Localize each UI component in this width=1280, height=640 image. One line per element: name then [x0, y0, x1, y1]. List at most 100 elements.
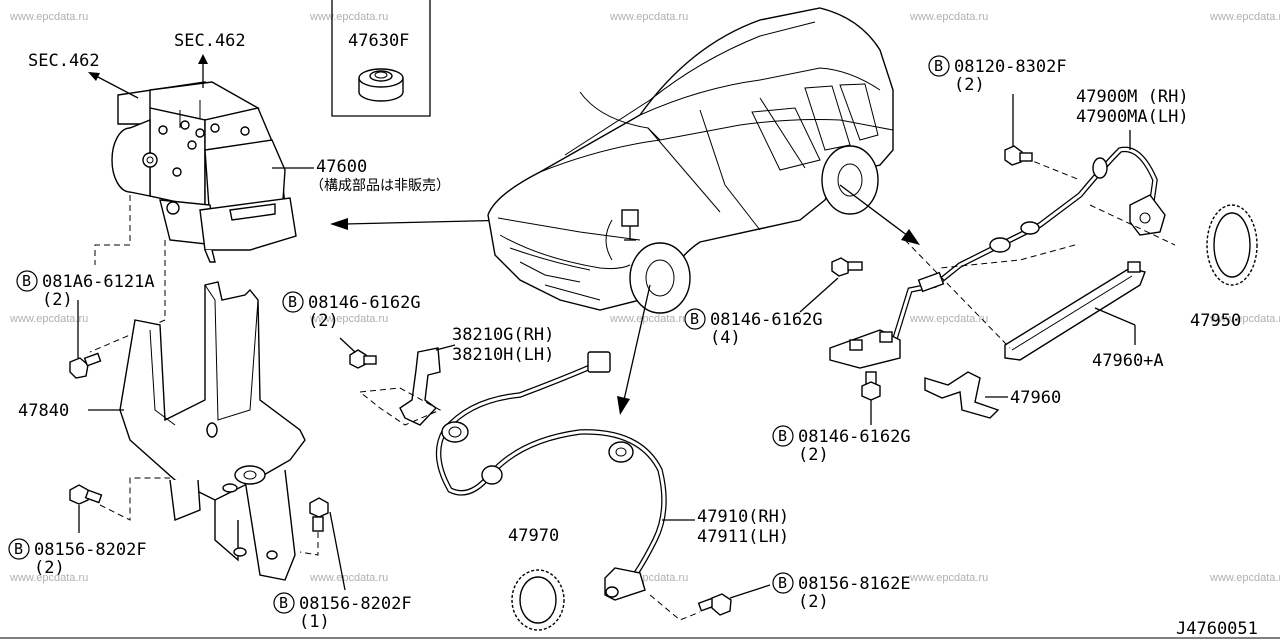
dashed-guide [649, 594, 701, 621]
dashed-guide [99, 477, 170, 521]
leader-line [435, 344, 456, 351]
bolt-marker-letter: B [690, 310, 699, 328]
bolt-number: 08146-6162G [710, 310, 823, 330]
bolt-callout-08156-8202F-left: B 08156-8202F (2) [8, 538, 147, 578]
bolt-number: 08156-8202F [34, 540, 147, 560]
watermark: www.epcdata.ru [309, 11, 388, 23]
dashed-guide [94, 195, 131, 265]
bolt-callout-08146-6162G-right: B 08146-6162G (4) [684, 308, 823, 348]
bolt-callout-08146-6162G-low: B 08146-6162G (2) [772, 425, 911, 465]
grommet-inset: 47630F [331, 0, 431, 117]
abs-actuator-unit-icon [111, 81, 297, 263]
bolt-icon [69, 352, 102, 379]
arrowhead-icon [330, 218, 348, 230]
bolt-icon [349, 349, 377, 369]
dashed-guide [1024, 157, 1081, 181]
bolt-icon [697, 593, 732, 616]
bolt-number: 08146-6162G [308, 293, 421, 313]
watermark: www.epcdata.ru [9, 11, 88, 23]
part-label-47960A: 47960+A [1092, 351, 1164, 371]
leader-line [799, 277, 839, 313]
bolt-marker-icon [16, 270, 38, 292]
watermarks: www.epcdata.ru www.epcdata.ru www.epcdat… [9, 11, 1280, 584]
bolt-marker-letter: B [22, 272, 31, 290]
bolt-qty: (2) [954, 75, 985, 95]
sec-ref-label-left: SEC.462 [28, 51, 100, 71]
bolt-marker-icon [684, 308, 706, 330]
bolt-qty: (4) [710, 328, 741, 348]
bolt-icon [69, 484, 103, 505]
watermark: www.epcdata.ru [1209, 572, 1280, 584]
leader-line [1094, 307, 1136, 326]
bolt-icon [309, 497, 329, 532]
bolt-qty: (1) [299, 612, 330, 632]
bolt-number: 08146-6162G [798, 427, 911, 447]
vehicle-outline-icon [487, 7, 894, 314]
watermark: www.epcdata.ru [1209, 313, 1280, 325]
watermark: www.epcdata.ru [609, 313, 688, 325]
bolt-marker-icon [772, 425, 794, 447]
rear-sensor-harness-icon [829, 146, 1166, 369]
bolt-marker-letter: B [778, 427, 787, 445]
bolt-qty: (2) [308, 311, 339, 331]
bolt-number: 081A6-6121A [42, 272, 155, 292]
bolt-icon [1004, 145, 1033, 166]
dashed-guide [89, 240, 166, 353]
sec-462-references: SEC.462 SEC.462 [28, 31, 246, 99]
sec-ref-label-top: SEC.462 [174, 31, 246, 51]
watermark: www.epcdata.ru [9, 572, 88, 584]
leader-line [339, 337, 356, 353]
bracket-47840-icon [119, 281, 306, 581]
bolt-marker-letter: B [778, 574, 787, 592]
bolt-callout-08156-8202F-bottom: B 08156-8202F (1) [273, 592, 412, 632]
arrowhead-icon [88, 72, 100, 81]
location-arrow [623, 284, 651, 401]
leader-line [729, 584, 771, 599]
bolt-marker-icon [282, 291, 304, 313]
arrowhead-icon [198, 54, 208, 64]
bolt-number: 08120-8302F [954, 57, 1067, 77]
watermark: www.epcdata.ru [909, 572, 988, 584]
part-label-47600: 47600 [316, 157, 367, 177]
bolt-marker-icon [772, 572, 794, 594]
dashed-guide [904, 239, 1011, 349]
part-label-47960: 47960 [1010, 388, 1061, 408]
watermark: www.epcdata.ru [309, 572, 388, 584]
diagram-code: J4760051 [1176, 619, 1258, 639]
arrowhead-icon [901, 229, 920, 245]
sec-ref-arrow-left [95, 75, 139, 99]
bolt-callout-08146-6162G-mid: B 08146-6162G (2) [282, 291, 421, 331]
watermark: www.epcdata.ru [9, 313, 88, 325]
bolt-marker-letter: B [288, 293, 297, 311]
part-label-38210H: 38210H(LH) [452, 345, 554, 365]
bolt-qty: (2) [798, 445, 829, 465]
bolt-marker-icon [273, 592, 295, 614]
bolt-callout-08156-8162E: B 08156-8162E (2) [772, 572, 911, 612]
sensor-icon [621, 209, 639, 241]
bolt-number: 08156-8202F [299, 594, 412, 614]
part-label-47950: 47950 [1190, 311, 1241, 331]
watermark: www.epcdata.ru [309, 313, 388, 325]
harness-bracket-47960A-icon [1004, 261, 1146, 361]
bolt-qty: (2) [798, 592, 829, 612]
arrowhead-icon [617, 396, 630, 415]
front-sensor-harness-icon [435, 351, 667, 601]
dashed-guide [299, 532, 319, 556]
bolt-qty: (2) [34, 558, 65, 578]
watermark: www.epcdata.ru [609, 11, 688, 23]
location-arrow [839, 184, 909, 237]
bolt-marker-icon [8, 538, 30, 560]
grommet-icon [358, 68, 404, 102]
part-label-47970: 47970 [508, 526, 559, 546]
part-label-47900M: 47900M (RH) [1076, 87, 1189, 107]
part-label-47840: 47840 [18, 401, 69, 421]
harness-clip-icon [399, 347, 441, 426]
bolt-callout-081A6: B 081A6-6121A (2) [16, 270, 155, 310]
part-label-47900MA: 47900MA(LH) [1076, 107, 1189, 127]
part-label-38210G: 38210G(RH) [452, 325, 554, 345]
bolt-marker-icon [928, 55, 950, 77]
bolt-marker-letter: B [934, 57, 943, 75]
watermark: www.epcdata.ru [909, 11, 988, 23]
bolt-icon [831, 257, 863, 277]
